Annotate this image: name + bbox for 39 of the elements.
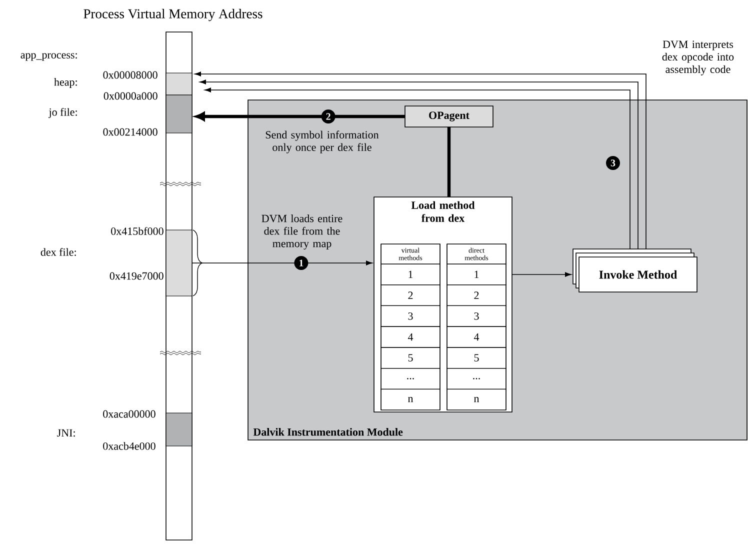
segment-label: JNI: [57,429,75,437]
step-number: 1 [294,256,308,270]
address-label: 0x0000a000 [104,92,158,100]
table-cell: ... [380,368,440,390]
arrow [195,112,405,121]
table-cell: 2 [446,284,506,306]
table-cell: 2 [380,284,440,306]
memory-segment [166,230,192,296]
connector-line [447,127,451,197]
segment-label: dex file: [40,248,76,256]
table-cell: 4 [380,326,440,348]
callout-number: 3 [606,156,620,170]
stacked-box: Invoke Method [572,248,698,292]
segment-label: heap: [54,78,77,88]
process-box: OPagent [404,106,494,128]
table-cell: 5 [446,347,506,369]
arrow [512,272,572,277]
step-number: 2 [321,110,336,124]
table-cell: 3 [446,305,506,327]
annotation-text: Send symbol information only once per dex file [266,130,379,154]
table-cell: ... [446,368,506,390]
segment-label: jo file: [48,108,77,118]
segment-label: app_process: [20,53,77,61]
address-label: 0x00008000 [103,71,158,79]
address-label: 0xacb4e000 [103,442,156,450]
heading: Process Virtual Memory Address [84,8,262,22]
table-cell: 1 [446,264,506,286]
table-cell: n [446,388,506,410]
memory-segment [166,72,192,96]
memory-segment [166,412,192,446]
table-cell: 4 [446,326,506,348]
annotation-text: DVM interprets dex opcode into assembly code [662,40,734,76]
table-cell: 1 [380,264,440,286]
arrow [192,260,372,266]
table-cell: 5 [380,347,440,369]
table-cell: n [380,388,440,410]
memory-segment [166,94,192,134]
table-cell: 3 [380,305,440,327]
annotation-text: DVM loads entire dex file from the memory map [262,214,342,250]
